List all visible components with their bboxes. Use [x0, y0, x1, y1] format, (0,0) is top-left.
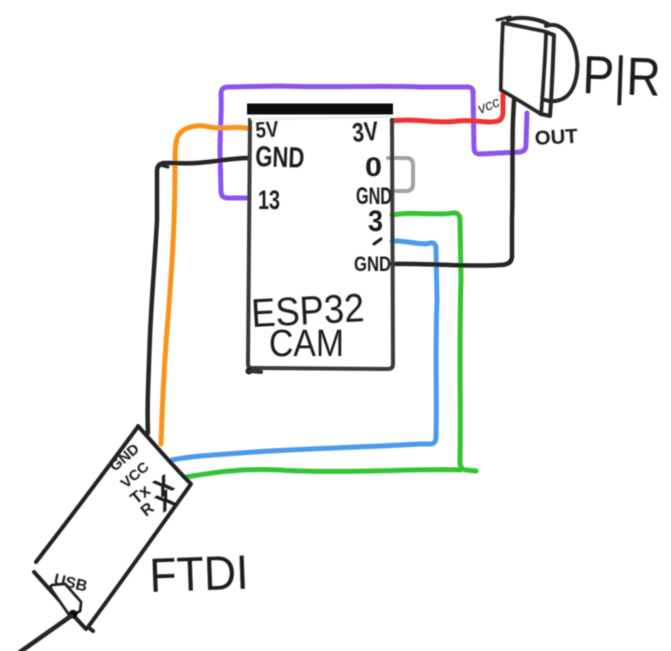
svg-text:13: 13 — [258, 185, 280, 215]
svg-text:GND: GND — [255, 141, 305, 175]
svg-text:3: 3 — [368, 205, 383, 238]
svg-text:FTDI: FTDI — [149, 547, 250, 603]
svg-text:3V: 3V — [351, 116, 380, 148]
svg-text:ESP32: ESP32 — [250, 286, 365, 336]
svg-text:OUT: OUT — [534, 126, 578, 150]
svg-text:GND: GND — [354, 253, 391, 276]
svg-text:0: 0 — [365, 152, 382, 182]
svg-text:CAM: CAM — [269, 323, 344, 365]
svg-text:GND: GND — [356, 183, 392, 210]
svg-text:P|R: P|R — [582, 45, 662, 108]
svg-text:5V: 5V — [255, 116, 280, 143]
